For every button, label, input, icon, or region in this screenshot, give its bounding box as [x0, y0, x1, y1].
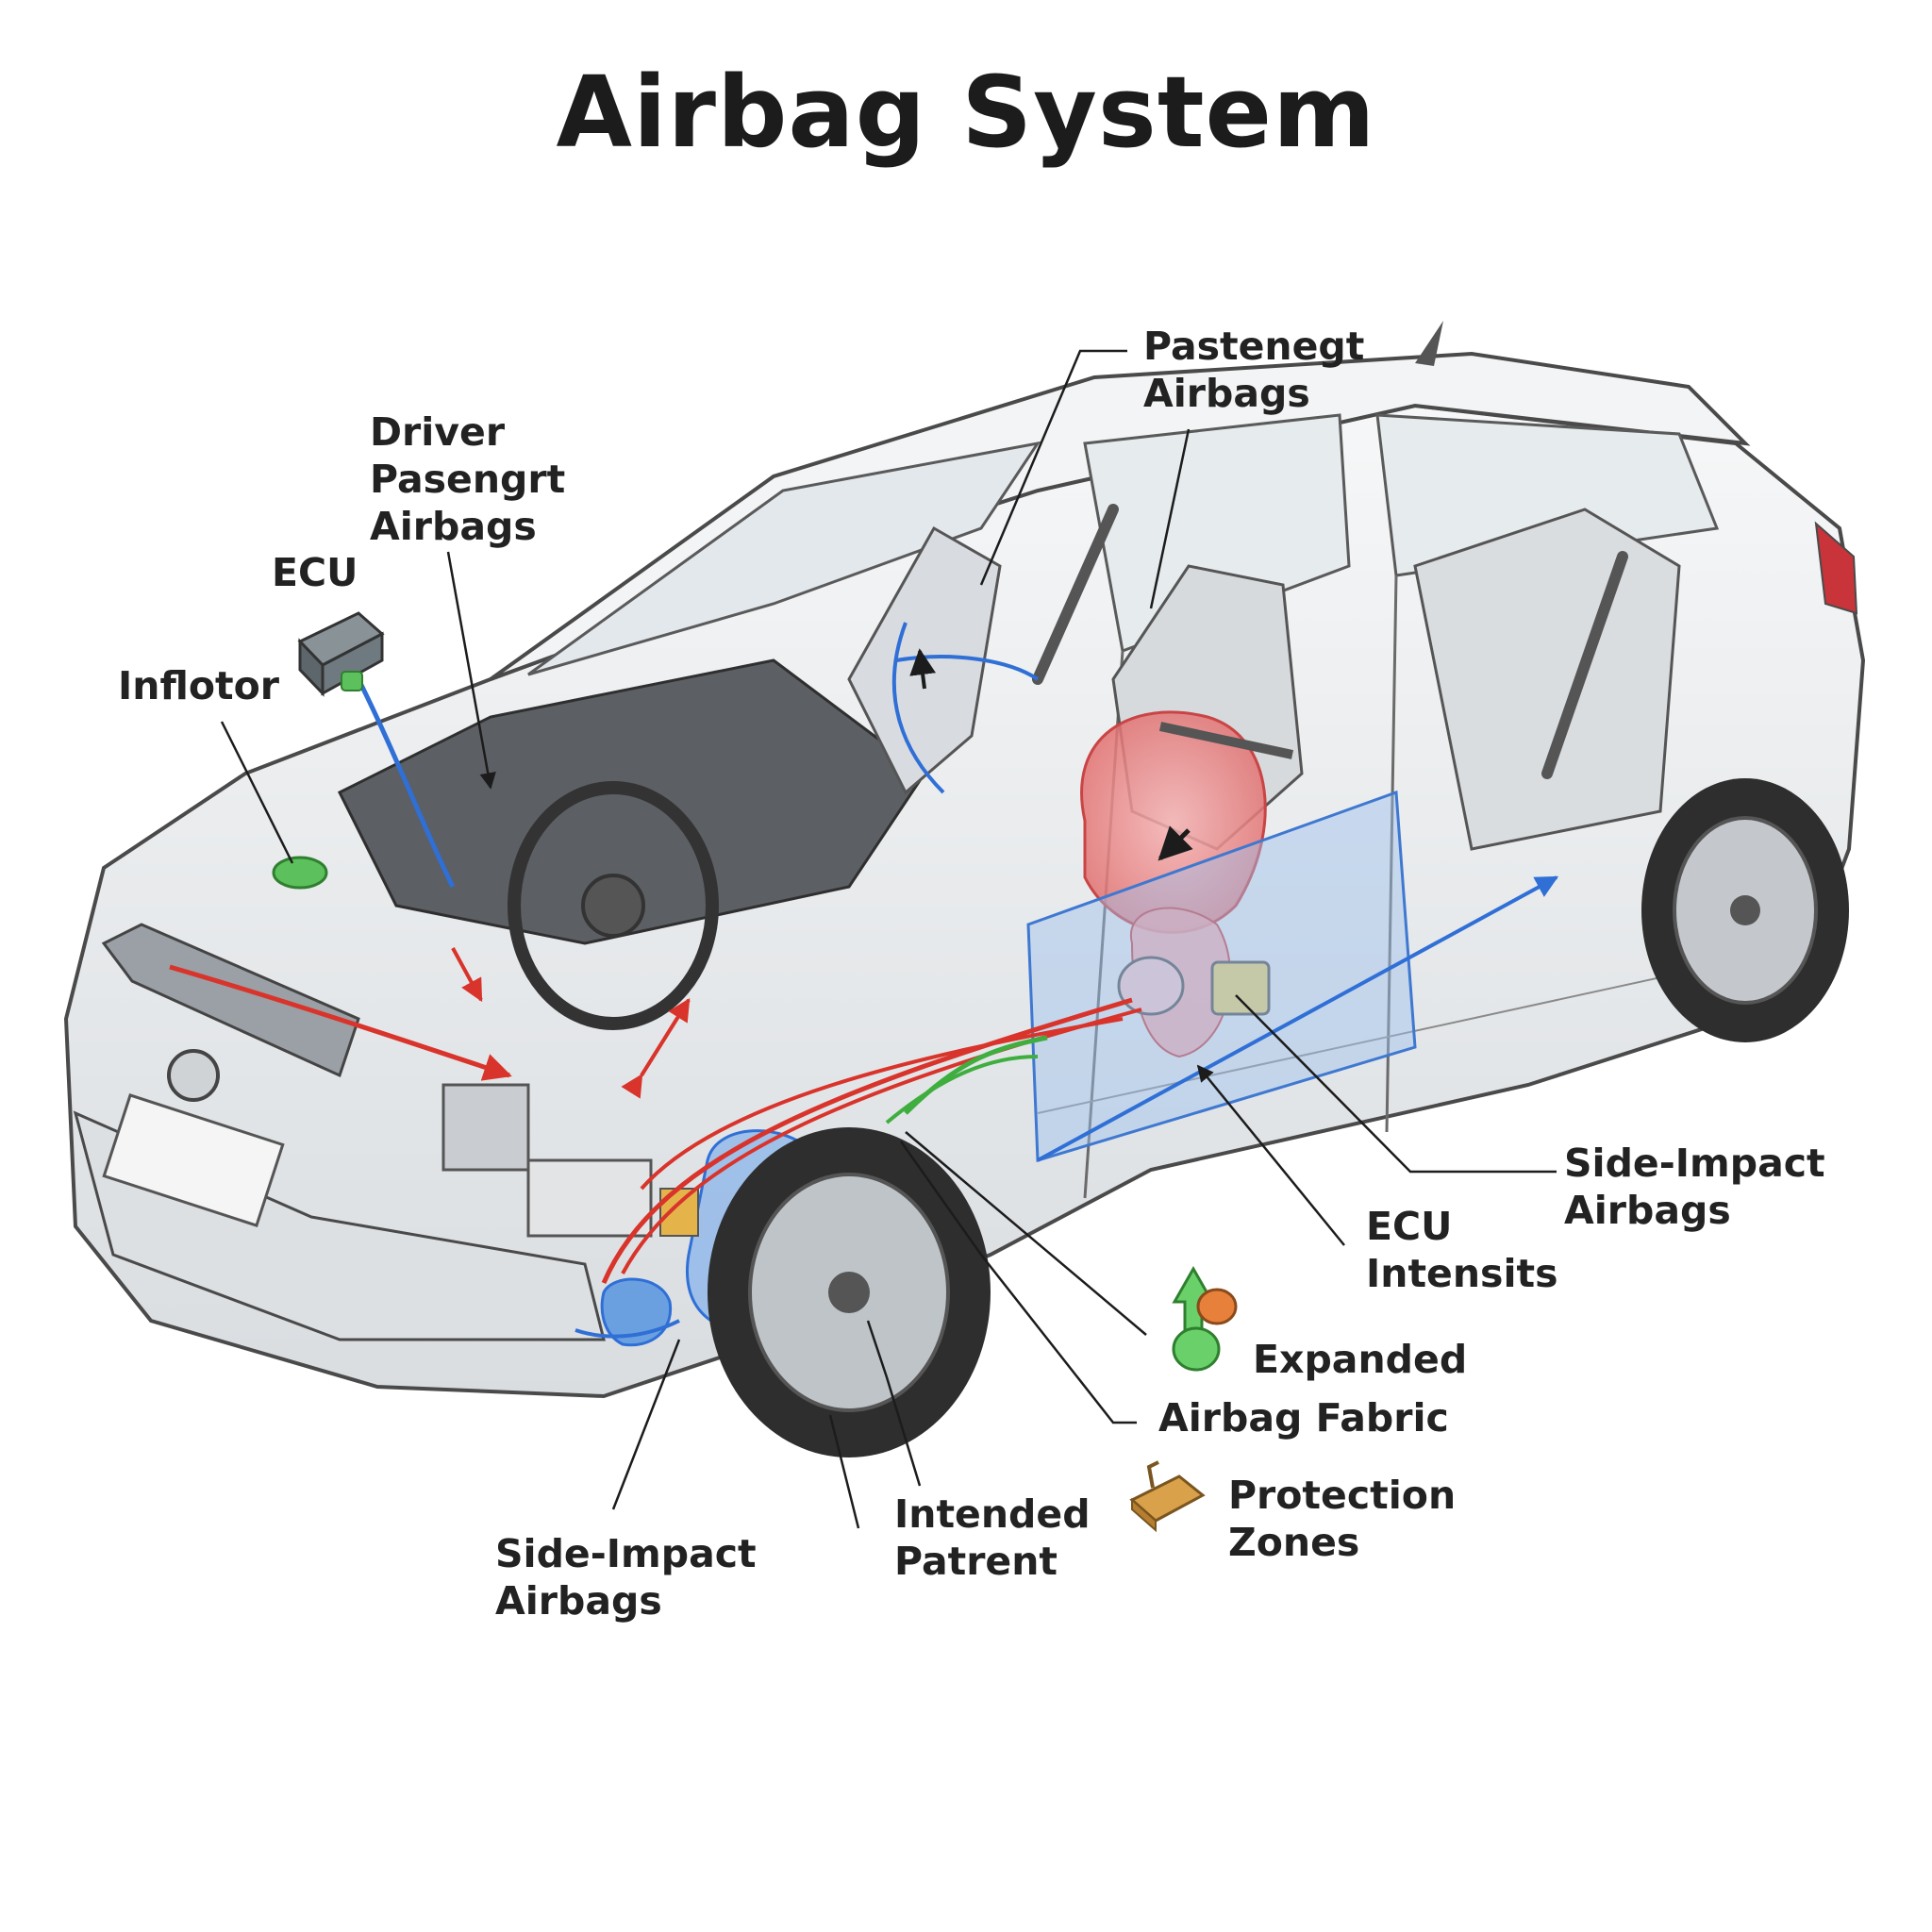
side-window-front — [1083, 413, 1351, 654]
label-intended-patrent: Intended Patrent — [894, 1491, 1091, 1584]
label-inflator: Inflotor — [118, 663, 279, 708]
sensor-module — [1210, 960, 1271, 1016]
inflator-cap — [272, 856, 328, 890]
side-window-rear — [1375, 413, 1720, 577]
label-side-impact-airbags-right: Side-Impact Airbags — [1564, 1141, 1825, 1233]
dashboard — [337, 658, 927, 945]
label-side-impact-airbags-left: Side-Impact Airbags — [495, 1531, 757, 1624]
airbag-low-blue — [600, 1277, 673, 1347]
label-driver-passenger-airbags: Driver Pasengrt Airbags — [370, 409, 566, 549]
wiring — [169, 677, 1559, 1339]
front-emblem — [167, 1049, 220, 1102]
engine-bay — [441, 1083, 699, 1238]
inflator-cylinder — [1117, 956, 1185, 1016]
label-ecu-intensits: ECU Intensits — [1366, 1204, 1558, 1296]
label-protection-zones: Protection Zones — [1228, 1473, 1457, 1565]
leader-lines — [220, 349, 1557, 1529]
label-ecu-top: ECU — [272, 550, 358, 595]
diagram-title: Airbag System — [556, 55, 1376, 170]
engine-block — [526, 1158, 653, 1238]
ecu-module-icon — [297, 611, 385, 697]
label-airbag-fabric: Airbag Fabric — [1158, 1395, 1449, 1441]
front-grille — [101, 923, 360, 1078]
windshield — [527, 441, 1041, 676]
label-passenger-airbags: Pastenegt Airbags — [1143, 324, 1365, 416]
front-bumper — [73, 1110, 606, 1341]
side-curtain-airbag — [1026, 790, 1417, 1162]
steering-wheel — [508, 781, 719, 1030]
protection-zone-icon — [1129, 1460, 1206, 1533]
expanded-airbag-icon — [1172, 1265, 1238, 1372]
license-plate — [102, 1093, 285, 1227]
wheels — [708, 778, 1849, 1457]
label-expanded: Expanded — [1253, 1337, 1468, 1382]
rear-lamp — [1814, 521, 1858, 615]
